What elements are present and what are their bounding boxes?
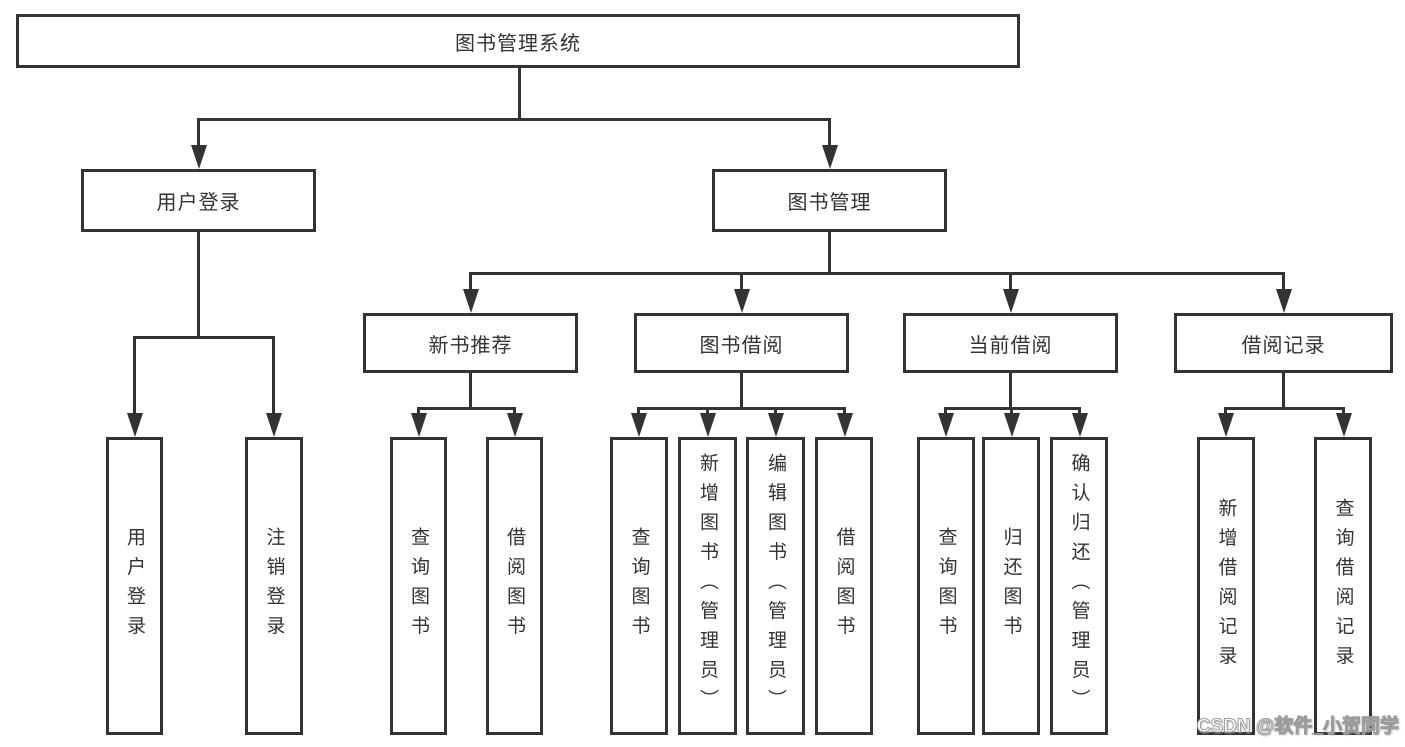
connector-borrowing-trunk — [740, 373, 743, 407]
leaf-user-login: 用户登录 — [106, 437, 163, 735]
connector-arrow-edit-books — [767, 407, 784, 437]
node-current-borrowing: 当前借阅 — [903, 313, 1118, 373]
connector-arrow-query-books-2 — [630, 407, 647, 437]
connector-arrow-add-record — [1217, 407, 1234, 437]
leaf-add-borrow-record: 新增借阅记录 — [1197, 437, 1255, 735]
leaf-label: 查询图书 — [628, 527, 650, 645]
leaf-label: 注销登录 — [263, 527, 285, 645]
csdn-watermark: CSDN @软件_小贺同学 — [1196, 716, 1399, 738]
connector-arrow-book-management — [821, 118, 838, 169]
node-user-login: 用户登录 — [81, 169, 316, 232]
connector-arrow-book-borrowing — [733, 272, 750, 313]
leaf-logout: 注销登录 — [245, 437, 303, 735]
connector-arrow-current-borrowing — [1002, 272, 1019, 313]
leaf-label: 借阅图书 — [833, 527, 855, 645]
connector-new-book-rail — [417, 407, 516, 410]
leaf-query-borrow-record: 查询借阅记录 — [1314, 437, 1372, 735]
connector-user-login-rail — [133, 336, 274, 339]
leaf-borrow-books-borrowing: 借阅图书 — [815, 437, 873, 735]
leaf-label: 查询图书 — [408, 527, 429, 645]
leaf-query-books-borrowing: 查询图书 — [610, 437, 668, 735]
leaf-label: 归还图书 — [1000, 527, 1022, 645]
leaf-label: 新增图书（管理员） — [697, 453, 718, 719]
leaf-confirm-return-admin: 确认归还（管理员） — [1050, 437, 1108, 735]
leaf-edit-books-admin: 编辑图书（管理员） — [746, 437, 805, 735]
connector-arrow-leaf-user-login — [126, 336, 143, 437]
connector-arrow-borrowing-records — [1275, 272, 1292, 313]
leaf-label: 查询图书 — [935, 527, 957, 645]
leaf-query-books-current: 查询图书 — [917, 437, 975, 735]
connector-arrow-new-book-recommend — [462, 272, 479, 313]
connector-records-rail — [1224, 407, 1345, 410]
connector-book-management-trunk — [828, 232, 831, 272]
node-new-book-recommend: 新书推荐 — [363, 313, 578, 373]
connector-arrow-confirm-return — [1071, 407, 1088, 437]
node-library-management-system: 图书管理系统 — [16, 14, 1020, 68]
connector-records-trunk — [1282, 373, 1285, 407]
connector-user-login-trunk — [197, 232, 200, 336]
connector-arrow-user-login — [190, 118, 207, 169]
connector-level3-rail — [469, 272, 1285, 275]
leaf-label: 借阅图书 — [504, 527, 525, 645]
connector-arrow-query-books-1 — [410, 407, 427, 437]
node-book-borrowing: 图书借阅 — [634, 313, 849, 373]
node-borrowing-records: 借阅记录 — [1174, 313, 1393, 373]
leaf-label: 确认归还（管理员） — [1068, 453, 1090, 719]
leaf-label: 用户登录 — [124, 527, 145, 645]
node-book-management: 图书管理 — [712, 169, 947, 232]
connector-arrow-leaf-logout — [265, 336, 282, 437]
leaf-query-books-recommend: 查询图书 — [390, 437, 447, 735]
connector-arrow-add-books — [699, 407, 716, 437]
leaf-label: 编辑图书（管理员） — [765, 453, 786, 719]
leaf-add-books-admin: 新增图书（管理员） — [678, 437, 737, 735]
leaf-label: 查询借阅记录 — [1332, 497, 1354, 675]
leaf-label: 新增借阅记录 — [1215, 497, 1237, 675]
connector-current-trunk — [1009, 373, 1012, 407]
leaf-borrow-books-recommend: 借阅图书 — [486, 437, 543, 735]
connector-level2-rail — [197, 118, 831, 121]
connector-new-book-trunk — [469, 373, 472, 407]
connector-arrow-borrow-books-1 — [506, 407, 523, 437]
leaf-return-books: 归还图书 — [982, 437, 1040, 735]
connector-borrowing-rail — [637, 407, 846, 410]
connector-arrow-borrow-books-2 — [836, 407, 853, 437]
connector-arrow-query-books-3 — [937, 407, 954, 437]
connector-arrow-query-record — [1335, 407, 1352, 437]
connector-root-trunk — [518, 68, 521, 118]
connector-arrow-return-books — [1003, 407, 1020, 437]
